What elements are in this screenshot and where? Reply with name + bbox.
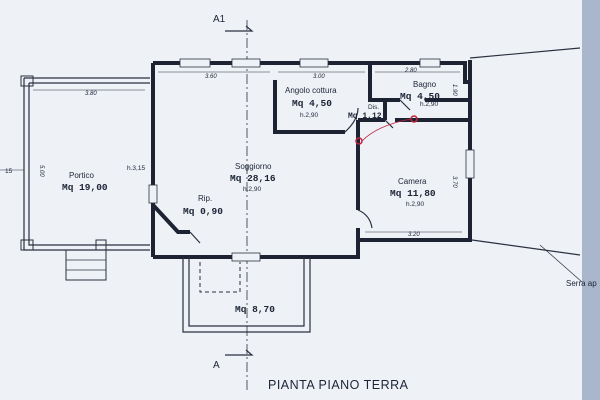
- section-arrow-top: [225, 25, 254, 32]
- windows: [148, 58, 475, 262]
- rip-name: Rip.: [198, 194, 212, 203]
- cottura-height: h.2,90: [300, 112, 318, 119]
- red-markers: [355, 115, 418, 145]
- section-marker-bottom: A: [213, 360, 220, 371]
- soggiorno-area: Mq 28,16: [230, 173, 276, 184]
- rip-area: Mq 0,90: [183, 206, 223, 217]
- section-marker-top: A1: [213, 14, 226, 25]
- portico-area: Mq 19,00: [62, 182, 108, 193]
- soggiorno-dim-top: 3.60: [205, 74, 217, 80]
- portico-dim-side: 5.00: [38, 165, 44, 177]
- portico-dim-top: 3.80: [85, 91, 97, 97]
- bagno-name: Bagno: [413, 80, 437, 89]
- left-edge-label: 15: [5, 168, 13, 175]
- camera-dim-side: 3.70: [451, 176, 457, 188]
- entrance-steps: [65, 249, 107, 281]
- cottura-dim-top: 3.00: [313, 74, 325, 80]
- cottura-name: Angolo cottura: [285, 86, 337, 95]
- plan-title: PIANTA PIANO TERRA: [268, 378, 409, 392]
- cottura-area: Mq 4,50: [292, 98, 332, 109]
- dis-name: Dis.: [368, 104, 379, 111]
- bagno-dim-side: 1.90: [451, 84, 457, 96]
- ripostiglio-walls: [151, 203, 201, 244]
- terrace-area: Mq 8,70: [235, 304, 275, 315]
- serra-outline: [469, 47, 583, 283]
- bagno-area: Mq 4,50: [400, 91, 440, 102]
- soggiorno-height: h.2,90: [243, 186, 261, 193]
- doors: [344, 99, 411, 229]
- portico-height: h.3,15: [127, 165, 145, 172]
- section-arrow-bottom: [225, 349, 254, 356]
- dis-area: Mq 1,12: [348, 112, 382, 121]
- camera-dim-bottom: 3.20: [408, 232, 420, 238]
- terrace-outline: [182, 257, 311, 333]
- portico-name: Portico: [69, 171, 94, 180]
- camera-name: Camera: [398, 177, 427, 186]
- camera-height: h.2,90: [406, 201, 424, 208]
- soggiorno-name: Soggiorno: [235, 162, 272, 171]
- serra-label: Serra ap: [566, 279, 597, 288]
- camera-area: Mq 11,80: [390, 188, 436, 199]
- paper-edge-shadow: [582, 0, 600, 400]
- bagno-dim-top: 2.80: [404, 68, 417, 74]
- portico-outline: [20, 75, 150, 251]
- paper: [0, 0, 582, 400]
- bagno-height: h.2,90: [420, 101, 438, 108]
